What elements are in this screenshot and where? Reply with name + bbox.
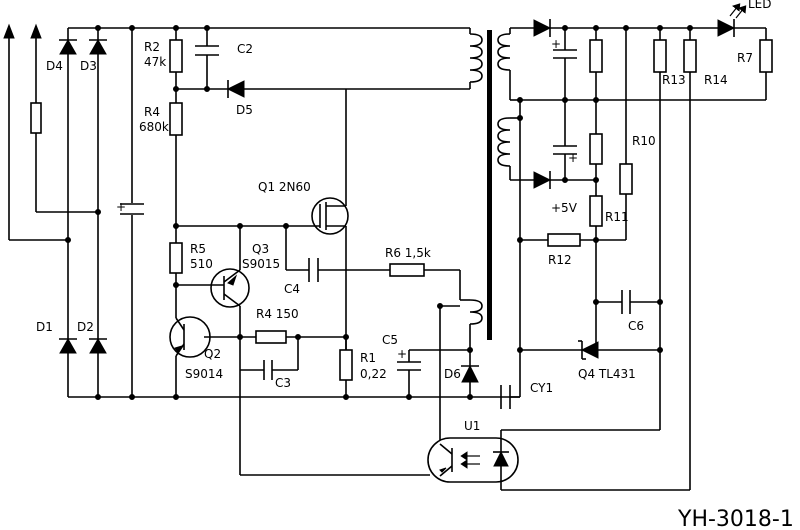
resistor-r2: [169, 28, 183, 105]
label-r10: R10: [632, 134, 656, 148]
label-q2: Q2: [204, 347, 221, 361]
resistor-r12: [520, 233, 626, 247]
label-r4-680k: R4: [144, 105, 160, 119]
transistor-q3: [176, 226, 250, 336]
label-r11: R11: [605, 210, 629, 224]
resistor-r11: [589, 195, 603, 350]
resistor-r1: [339, 337, 353, 400]
resistor-r7: [759, 28, 773, 100]
label-5v: +5V: [551, 201, 578, 215]
resistor-r4-680k: [169, 86, 183, 226]
diode-d4: [59, 38, 77, 55]
capacitor-c5: [397, 349, 470, 400]
label-r12: R12: [548, 253, 572, 267]
label-q2-type: S9014: [185, 367, 223, 381]
capacitor-c4: [286, 258, 390, 282]
resistor-mid-a: [589, 100, 603, 196]
label-cap-plus-2: +: [568, 151, 578, 165]
regulator-q4-tl431: [520, 340, 663, 360]
label-cy1: CY1: [530, 381, 553, 395]
resistor-r6: [389, 263, 470, 301]
label-bulk-plus: +: [116, 200, 126, 214]
capacitor-output-2: [553, 100, 577, 180]
resistor-r4-150: [255, 330, 349, 344]
label-q3: Q3: [252, 242, 269, 256]
bulk-capacitor: [120, 203, 144, 215]
capacitor-c3: [239, 337, 299, 380]
label-d5: D5: [236, 103, 253, 117]
label-d6: D6: [444, 367, 461, 381]
label-r13: R13: [662, 73, 686, 87]
diode-d3: [89, 38, 107, 55]
label-r5-value: 510: [190, 257, 213, 271]
transformer-primary: [346, 28, 483, 90]
transformer-core: [487, 30, 492, 340]
diode-d2: [89, 337, 107, 354]
label-r5: R5: [190, 242, 206, 256]
diode-output-5v: [510, 171, 599, 189]
label-d2: D2: [77, 320, 94, 334]
label-u1: U1: [464, 419, 480, 433]
label-q1: Q1 2N60: [258, 180, 311, 194]
label-cap-plus-1: +: [551, 37, 561, 51]
ac-input-wires: [3, 23, 98, 241]
label-r7: R7: [737, 51, 753, 65]
mosfet-q1: [311, 89, 349, 350]
label-d3: D3: [80, 59, 97, 73]
label-c2: C2: [237, 42, 253, 56]
label-c3: C3: [275, 376, 291, 390]
label-r2: R2: [144, 40, 160, 54]
led-indicator: [717, 3, 766, 37]
capacitor-c6: [596, 290, 663, 314]
label-r2-value: 47k: [144, 55, 166, 69]
resistor-r14: [683, 25, 697, 490]
label-r14: R14: [704, 73, 728, 87]
label-c6: C6: [628, 319, 644, 333]
label-r1-value: 0,22: [360, 367, 387, 381]
model-number: YH-3018-1: [677, 507, 794, 530]
label-r6: R6 1,5k: [385, 246, 431, 260]
resistor-top-a: [589, 28, 603, 100]
label-c5: C5: [382, 333, 398, 347]
label-d1: D1: [36, 320, 53, 334]
label-d4: D4: [46, 59, 63, 73]
capacitor-cy1: [500, 347, 523, 409]
component-labels: D4 D3 D1 D2 + R2 47k C2 D5 R4 680k Q1 2N…: [36, 0, 772, 433]
capacitor-output-1: [553, 28, 577, 100]
diode-d5: [204, 80, 346, 98]
transformer-secondary: [497, 28, 523, 350]
transformer-aux-winding: [469, 299, 483, 325]
label-led: LED: [748, 0, 772, 11]
label-c5-plus: +: [397, 347, 407, 361]
junction-dots-input: [65, 25, 135, 400]
label-c4: C4: [284, 282, 300, 296]
label-r4-150: R4 150: [256, 307, 299, 321]
label-r1: R1: [360, 351, 376, 365]
capacitor-c2: [173, 25, 219, 89]
transistor-q2: [169, 285, 258, 400]
label-q3-type: S9015: [242, 257, 280, 271]
label-r4-680k-value: 680k: [139, 120, 169, 134]
resistor-r13: [653, 25, 667, 430]
diode-output-top: [510, 19, 718, 37]
diode-d1: [59, 337, 77, 354]
resistor-r5: [169, 226, 183, 288]
diode-d6: [461, 324, 479, 400]
label-q4: Q4 TL431: [578, 367, 636, 381]
resistor-r10: [619, 28, 633, 240]
fuse: [30, 102, 42, 134]
optocoupler-u1: [427, 437, 519, 490]
